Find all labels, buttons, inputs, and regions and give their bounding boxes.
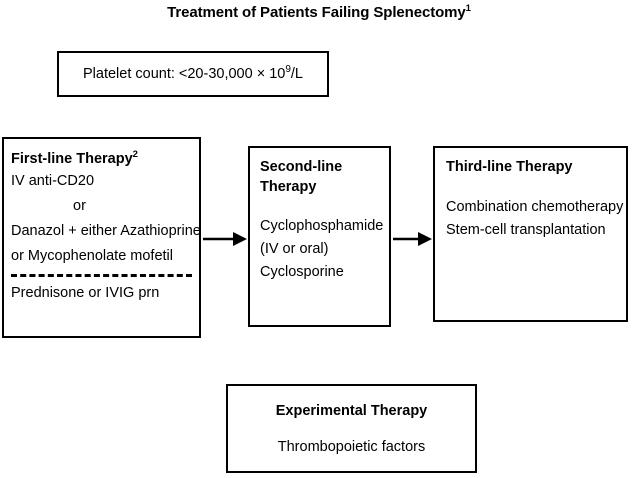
first-line-therapy-header: First-line Therapy2 (11, 145, 194, 169)
first-line-footer: Prednisone or IVIG prn (11, 284, 160, 301)
third-line-therapy-body: Combination chemotherapy Stem-cell trans… (446, 196, 624, 242)
third-line-therapy-box: Third-line Therapy Combination chemother… (433, 146, 628, 322)
first-line-item-2: or (73, 197, 86, 214)
page-title-text: Treatment of Patients Failing Splenectom… (167, 4, 466, 21)
second-line-therapy-header-line1: Second-line (260, 159, 343, 175)
second-line-therapy-header-line2: Therapy (260, 179, 317, 195)
first-line-therapy-header-text: First-line Therapy (11, 150, 133, 167)
first-line-item-4: or Mycophenolate mofetil (11, 247, 173, 264)
experimental-therapy-header: Experimental Therapy (275, 403, 428, 419)
second-line-therapy-body: Cyclophosphamide (IV or oral) Cyclospori… (260, 215, 383, 284)
experimental-therapy-box: Experimental Therapy Thrombopoietic fact… (226, 384, 477, 473)
experimental-therapy-item-1: Thrombopoietic factors (277, 439, 426, 455)
platelet-count-exponent: 9 (285, 64, 291, 75)
platelet-count-box: Platelet count: <20-30,000 × 109/L (57, 51, 329, 97)
first-line-therapy-box: First-line Therapy2 IV anti-CD20 or Dana… (2, 137, 201, 338)
second-line-therapy-box: Second-line Therapy Cyclophosphamide (IV… (248, 146, 391, 327)
third-line-therapy-header: Third-line Therapy (446, 159, 573, 175)
platelet-count-label: Platelet count: <20-30,000 × 10 (82, 65, 286, 82)
dashed-divider (11, 273, 192, 277)
third-line-item-2: Stem-cell transplantation (446, 222, 606, 238)
page-title-superscript: 1 (465, 3, 471, 14)
first-line-item-3: Danazol + either Azathioprine (11, 222, 201, 239)
page-title: Treatment of Patients Failing Splenectom… (0, 3, 638, 21)
second-line-item-1: Cyclophosphamide (260, 218, 384, 234)
second-line-item-2: (IV or oral) (260, 241, 329, 257)
first-line-therapy-header-superscript: 2 (132, 149, 138, 160)
second-line-item-3: Cyclosporine (260, 264, 344, 280)
platelet-count-unit: /L (290, 65, 303, 82)
first-line-item-1: IV anti-CD20 (11, 172, 95, 189)
arrow-right-icon-second-to-third (393, 229, 432, 249)
third-line-item-1: Combination chemotherapy (446, 199, 624, 215)
platelet-count-text: Platelet count: <20-30,000 × 109/L (59, 64, 327, 82)
arrow-right-icon-first-to-second (203, 229, 247, 249)
